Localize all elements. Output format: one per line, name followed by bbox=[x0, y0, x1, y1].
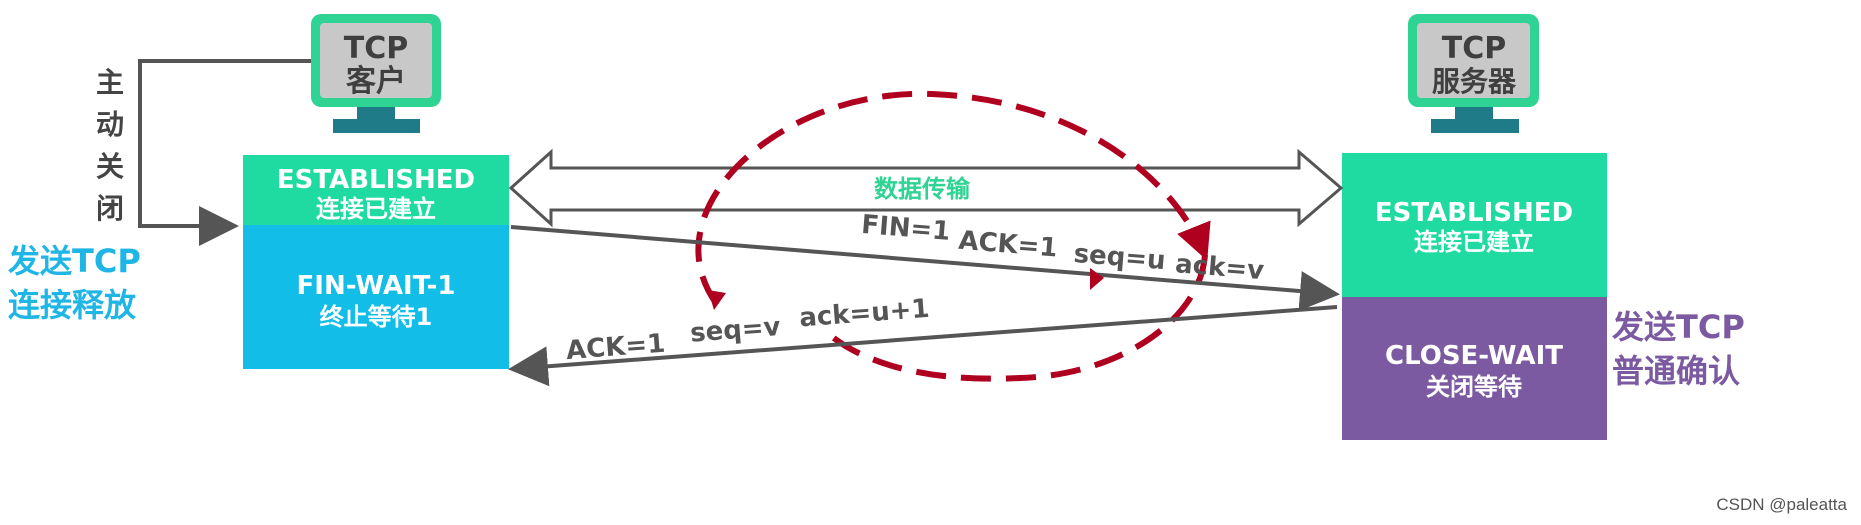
client-established-en: ESTABLISHED bbox=[277, 165, 475, 195]
server-action-line1: 发送TCP bbox=[1612, 308, 1745, 346]
client-monitor-icon: TCP 客户 bbox=[311, 14, 441, 133]
client-state-fin-wait-1: FIN-WAIT-1 终止等待1 bbox=[243, 225, 509, 369]
server-monitor-icon: TCP 服务器 bbox=[1408, 14, 1539, 133]
server-state-close-wait: CLOSE-WAIT 关闭等待 bbox=[1342, 297, 1607, 440]
red-dashed-loop bbox=[695, 90, 1211, 382]
side-label-char-4: 闭 bbox=[96, 192, 124, 225]
server-monitor-label-line1: TCP bbox=[1442, 31, 1506, 66]
client-finwait-zh: 终止等待1 bbox=[320, 303, 433, 331]
fin-segment-arrow bbox=[510, 225, 1340, 312]
red-loop-arrowhead-left bbox=[708, 290, 726, 310]
data-transfer-arrow bbox=[508, 148, 1344, 228]
client-state-established: ESTABLISHED 连接已建立 bbox=[243, 155, 509, 225]
client-finwait-en: FIN-WAIT-1 bbox=[297, 271, 456, 301]
fin-segment-labels: FIN=1 ACK=1 seq=u ack=v bbox=[860, 210, 1265, 286]
ack-flag: ACK=1 bbox=[565, 329, 666, 366]
server-established-zh: 连接已建立 bbox=[1414, 228, 1534, 256]
data-transfer-label: 数据传输 bbox=[874, 175, 971, 203]
active-close-bracket: 主 动 关 闭 bbox=[96, 59, 311, 246]
ack-seq: seq=v bbox=[689, 312, 782, 349]
client-established-zh: 连接已建立 bbox=[316, 195, 436, 223]
ack-segment-arrow bbox=[508, 305, 1338, 387]
server-closewait-en: CLOSE-WAIT bbox=[1385, 341, 1563, 371]
client-action-line2: 连接释放 bbox=[8, 286, 137, 324]
server-closewait-zh: 关闭等待 bbox=[1426, 373, 1522, 401]
client-monitor-label-line2: 客户 bbox=[346, 64, 406, 99]
client-monitor-label-line1: TCP bbox=[344, 31, 408, 66]
server-action-line2: 普通确认 bbox=[1612, 352, 1740, 390]
fin-flag: FIN=1 bbox=[860, 210, 951, 247]
side-label-char-3: 关 bbox=[96, 150, 124, 183]
fin-ack-flag: ACK=1 bbox=[957, 226, 1058, 264]
fin-ack-num: ack=v bbox=[1174, 249, 1265, 286]
server-established-en: ESTABLISHED bbox=[1375, 198, 1573, 228]
red-loop-arrowhead-right bbox=[1090, 268, 1104, 290]
client-action-line1: 发送TCP bbox=[8, 242, 141, 280]
ack-segment-labels: ACK=1 seq=v ack=u+1 bbox=[565, 294, 931, 366]
fin-seq: seq=u bbox=[1073, 239, 1167, 276]
watermark: CSDN @paleatta bbox=[1716, 495, 1847, 514]
side-label-char-2: 动 bbox=[96, 108, 124, 141]
side-label-char-1: 主 bbox=[96, 66, 124, 99]
server-monitor-label-line2: 服务器 bbox=[1432, 65, 1517, 98]
server-state-established: ESTABLISHED 连接已建立 bbox=[1342, 153, 1607, 297]
ack-ack-num: ack=u+1 bbox=[798, 294, 930, 334]
